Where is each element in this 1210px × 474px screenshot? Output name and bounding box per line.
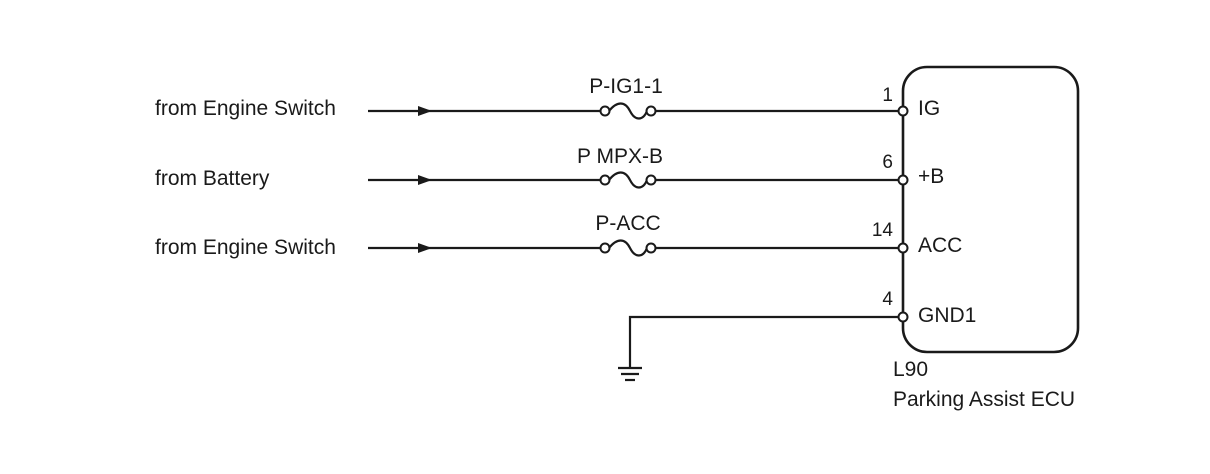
pin-name-gnd1: GND1 [918,304,976,327]
circuit-ig: from Engine Switch P-IG1-1 1 IG [155,75,940,120]
fuse-icon [608,171,649,189]
pin-terminal [897,174,909,186]
fuse-terminal [645,242,657,254]
fuse-terminal [599,105,611,117]
pin-terminal [897,242,909,254]
pin-name-ig: IG [918,97,940,120]
arrow-icon [418,243,432,253]
arrow-icon [418,175,432,185]
fuse-icon [608,102,649,120]
pin-terminal [897,311,909,323]
ecu-connector-label: L90 [893,358,928,381]
circuit-acc: from Engine Switch P-ACC 14 ACC [155,212,962,259]
fuse-terminal [645,105,657,117]
arrow-icon [418,106,432,116]
fuse-icon [608,239,649,257]
ecu-name-label: Parking Assist ECU [893,388,1075,411]
fuse-label-p-acc: P-ACC [595,212,660,235]
fuse-terminal [599,242,611,254]
ground-icon [618,366,642,382]
pin-number: 6 [882,152,893,173]
pin-number: 4 [882,289,893,310]
pin-terminal [897,105,909,117]
circuit-b: from Battery P MPX-B 6 +B [155,145,944,190]
fuse-terminal [645,174,657,186]
circuit-ground: 4 GND1 [618,289,976,382]
pin-number: 1 [882,85,893,106]
pin-name-acc: ACC [918,234,962,257]
fuse-terminal [599,174,611,186]
source-label-engine-switch: from Engine Switch [155,97,336,120]
fuse-label-p-mpx-b: P MPX-B [577,145,663,168]
ecu-box [901,65,1080,354]
ground-wire [628,315,899,368]
pin-name-b: +B [918,165,944,188]
fuse-label-p-ig1-1: P-IG1-1 [589,75,663,98]
source-label-battery: from Battery [155,167,270,190]
source-label-engine-switch: from Engine Switch [155,236,336,259]
pin-number: 14 [872,220,894,241]
